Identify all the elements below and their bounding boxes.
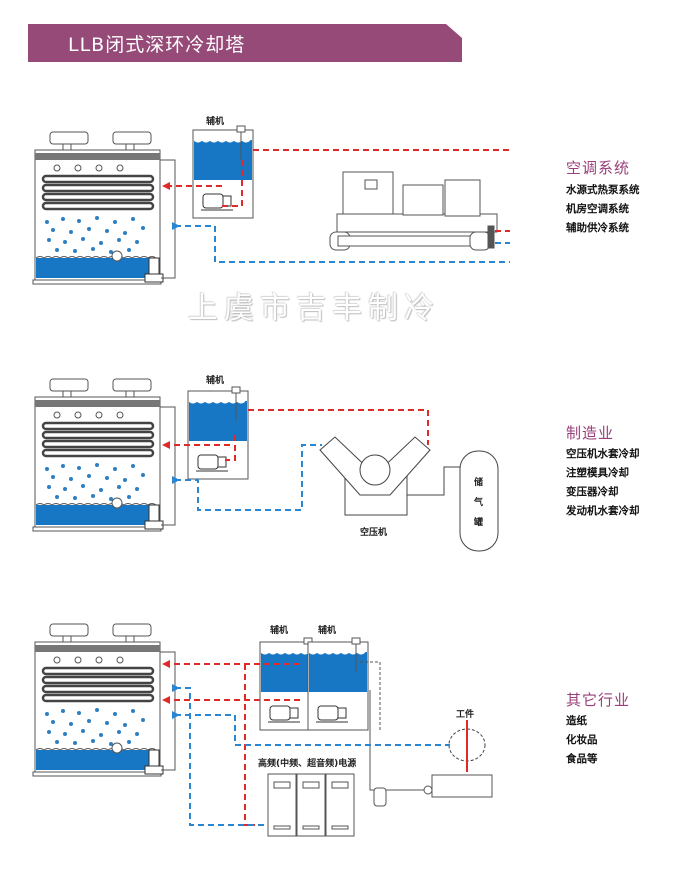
- diagram-other-industries: 辅机 辅机 高频(中频、超音频)电源 工件: [31, 622, 493, 837]
- compressor-label: 空压机: [360, 526, 387, 538]
- section-heading-air-conditioning: 空调系统: [566, 159, 631, 177]
- app-item: 辅助供冷系统: [566, 222, 629, 234]
- svg-text:储: 储: [474, 476, 483, 488]
- aux-unit-label: 辅机: [270, 624, 288, 636]
- workpiece-label: 工件: [456, 708, 474, 720]
- watermark: 上虞市吉丰制冷: [188, 291, 440, 326]
- app-item: 发动机水套冷却: [566, 505, 640, 517]
- section-heading-manufacturing: 制造业: [566, 424, 615, 442]
- air-compressor: [319, 436, 431, 516]
- header-banner: LLB闭式深环冷却塔: [28, 24, 462, 62]
- svg-text:罐: 罐: [473, 516, 483, 528]
- aux-tank: [192, 125, 254, 219]
- aux-unit-label: 辅机: [206, 374, 224, 386]
- banner-shape: [28, 24, 462, 62]
- aux-unit-label: 辅机: [206, 115, 224, 127]
- app-item: 化妆品: [566, 734, 598, 746]
- diagram-air-conditioning: 辅机: [31, 115, 510, 286]
- power-supply-label: 高频(中频、超音频)电源: [258, 757, 356, 769]
- air-storage-tank: 储 气 罐: [407, 450, 499, 552]
- power-supply-cabinets: [267, 773, 355, 837]
- app-item: 食品等: [566, 753, 598, 765]
- app-item: 造纸: [566, 715, 587, 727]
- app-item: 空压机水套冷却: [566, 448, 640, 460]
- app-item: 水源式热泵系统: [566, 184, 640, 196]
- app-item: 变压器冷却: [566, 486, 619, 498]
- app-item: 机房空调系统: [566, 203, 629, 215]
- aux-unit-label: 辅机: [318, 624, 336, 636]
- section-heading-other-industries: 其它行业: [566, 691, 631, 709]
- svg-text:气: 气: [473, 496, 483, 508]
- diagram-manufacturing: 辅机 空压机 储 气 罐: [31, 374, 499, 552]
- aux-tank: [187, 386, 249, 480]
- water-chiller: [329, 171, 498, 251]
- page-title: LLB闭式深环冷却塔: [68, 34, 246, 56]
- aux-tank-2: [307, 637, 369, 731]
- app-item: 注塑模具冷却: [566, 467, 629, 479]
